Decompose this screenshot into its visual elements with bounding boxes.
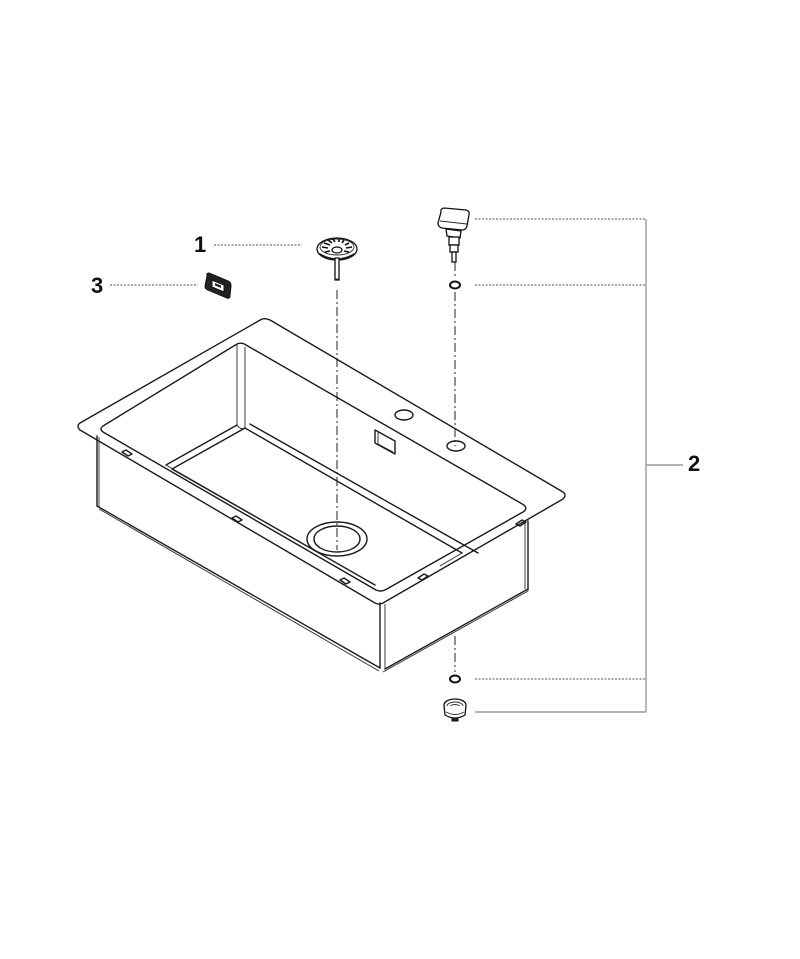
- overflow-cover-part: [204, 272, 232, 299]
- popup-control-knob-part: [437, 207, 470, 263]
- sink-body: [77, 317, 566, 673]
- callout-label-3: 3: [91, 273, 104, 298]
- callout-label-2: 2: [688, 451, 701, 476]
- drain-body-part: [443, 698, 467, 722]
- upper-washer-part: [449, 280, 461, 290]
- basket-strainer-part: [316, 237, 358, 281]
- callout-label-1: 1: [194, 232, 207, 257]
- callout-2-bracket: [645, 219, 683, 712]
- lower-washer-part: [449, 674, 461, 684]
- mounting-clips: [121, 449, 527, 585]
